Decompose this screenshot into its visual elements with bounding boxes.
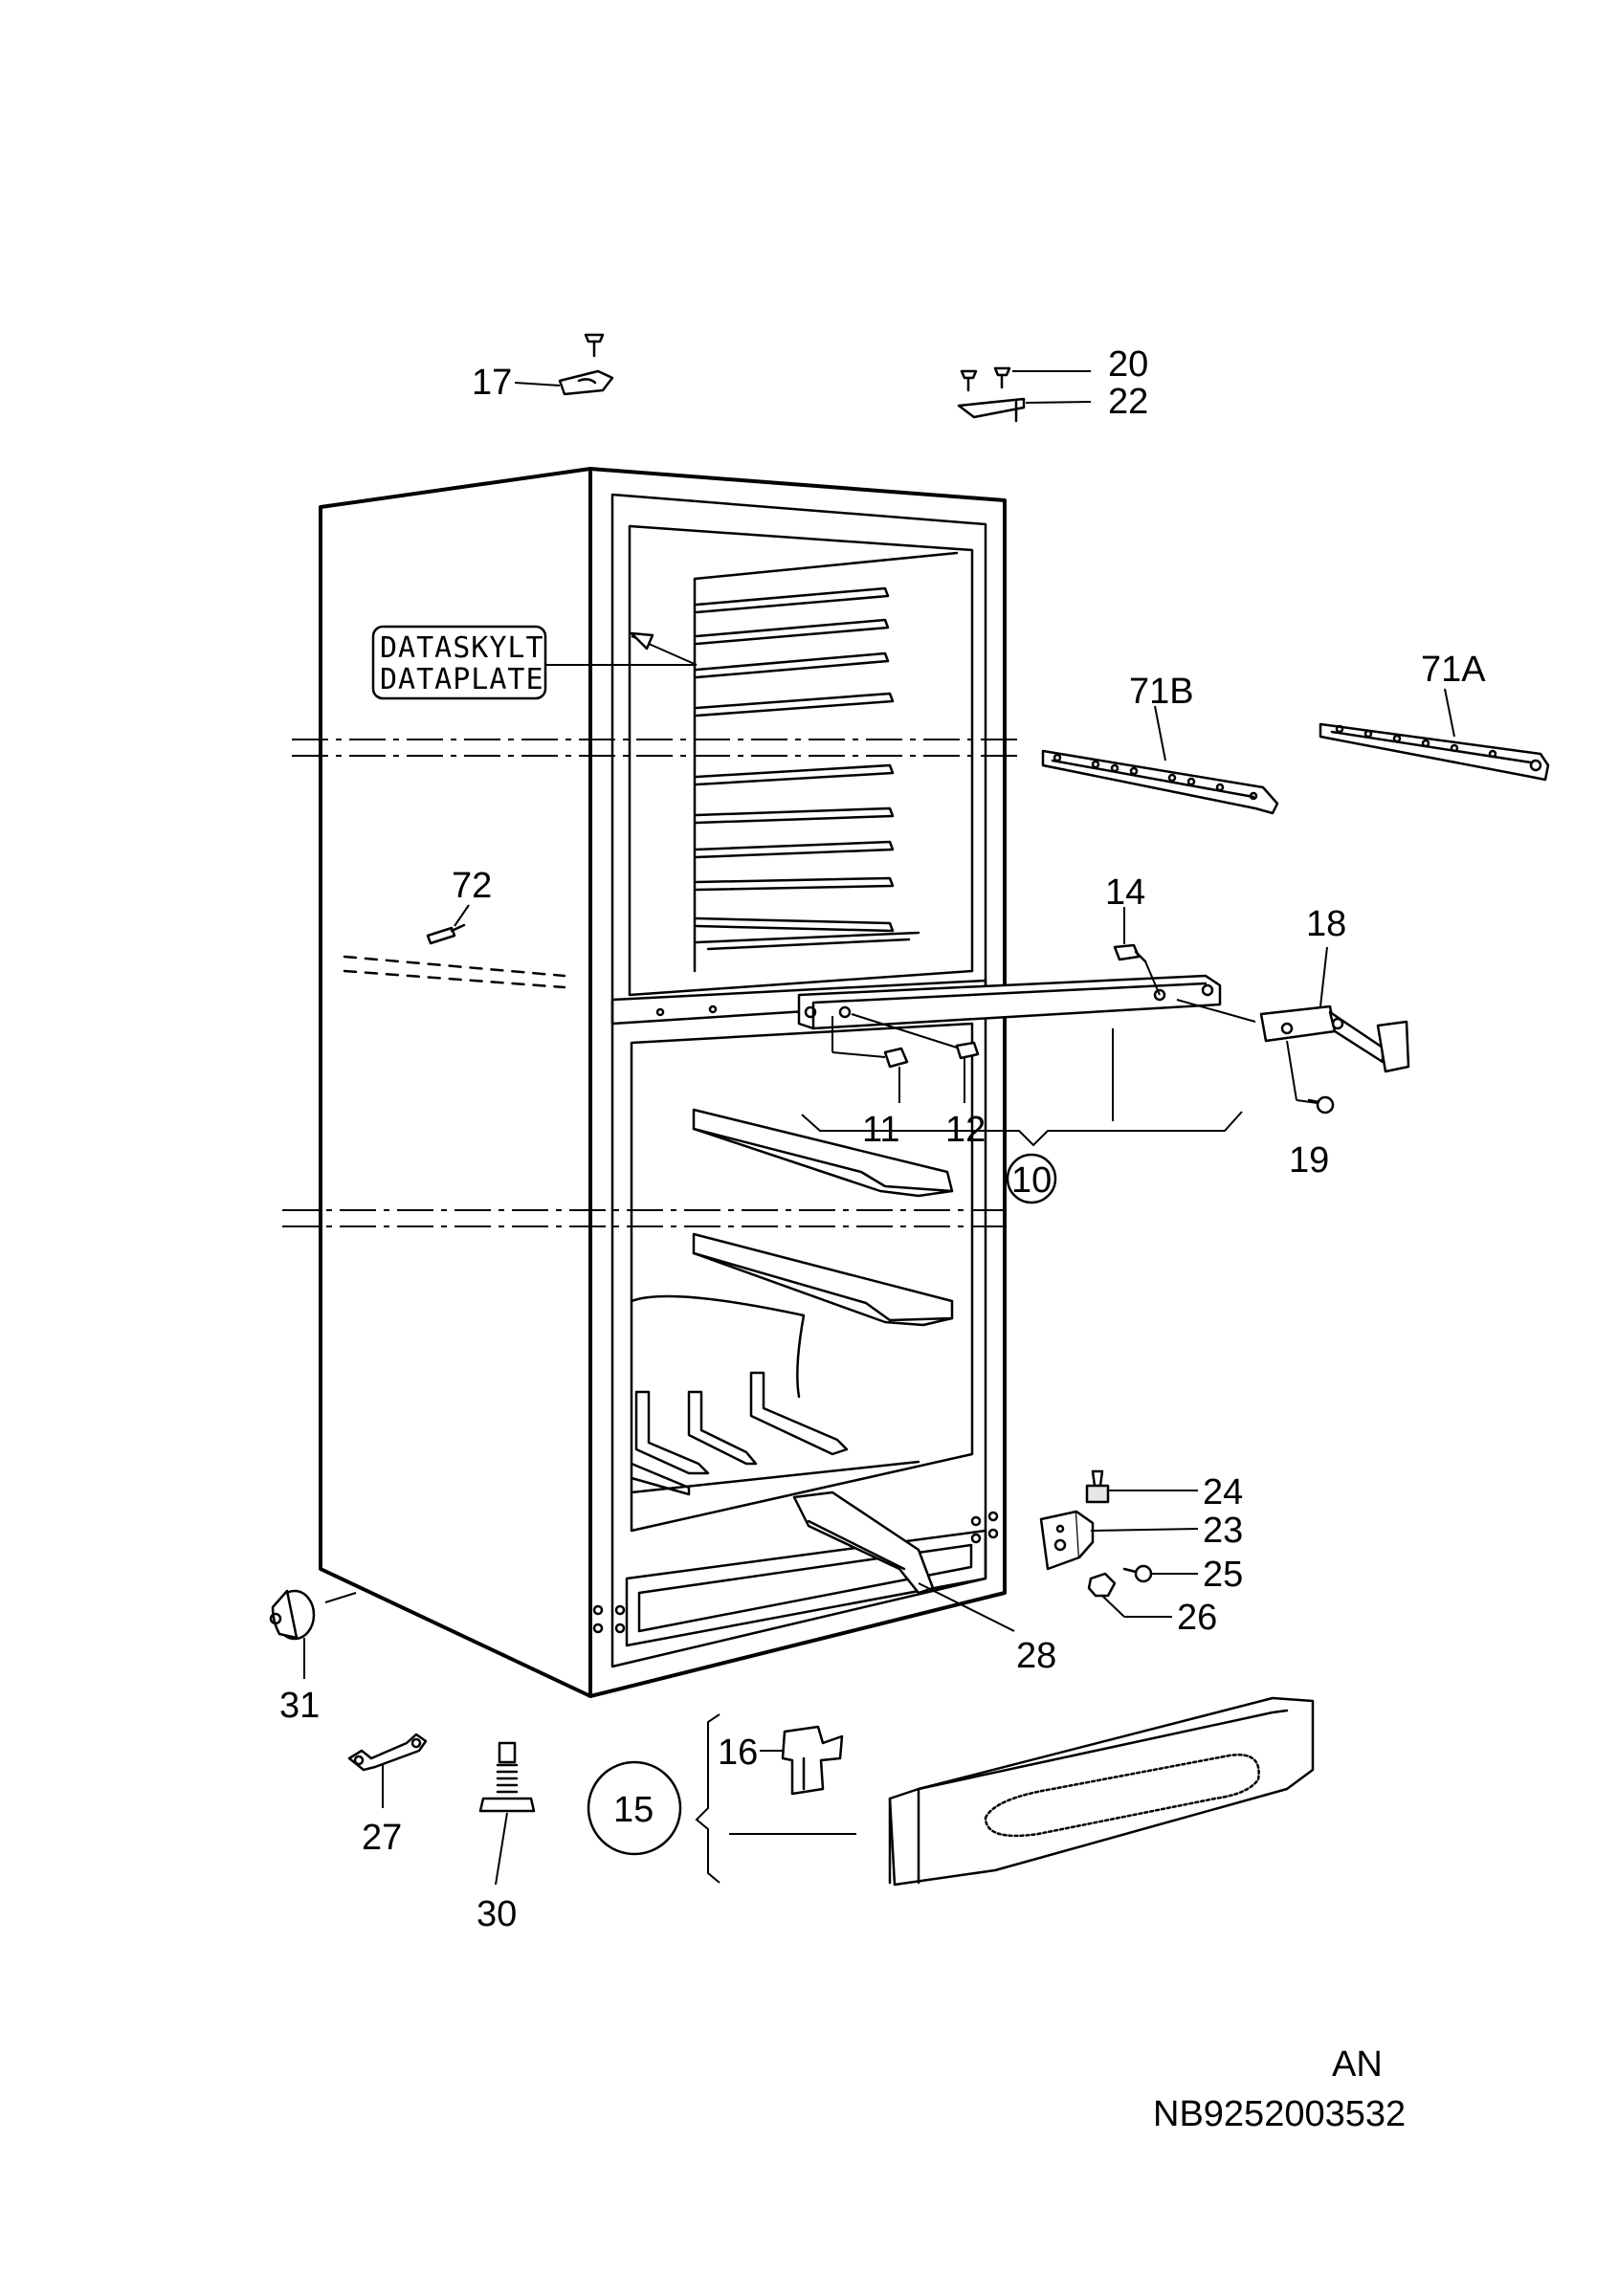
part-14-pin: 14 xyxy=(1105,872,1161,996)
label-24: 24 xyxy=(1203,1472,1243,1512)
label-27: 27 xyxy=(362,1818,402,1858)
lever-part-28 xyxy=(792,1490,935,1595)
label-16: 16 xyxy=(718,1733,758,1773)
label-26: 26 xyxy=(1177,1598,1217,1638)
label-19: 19 xyxy=(1289,1140,1329,1181)
part-30-adjustable-foot: 30 xyxy=(477,1741,536,1934)
label-30: 30 xyxy=(477,1894,517,1934)
part-72-screw-row: 72 xyxy=(343,866,566,989)
label-12: 12 xyxy=(945,1110,986,1150)
part-18-hinge-bracket: 18 xyxy=(1176,904,1410,1073)
part-17-cover: 17 xyxy=(472,333,614,403)
part-11-12-screws: 11 12 xyxy=(831,1013,986,1150)
cabinet-body xyxy=(319,467,1007,1698)
part-23-26-lower-hinge: 24 23 25 26 xyxy=(1039,1469,1243,1638)
part-16-clip: 16 xyxy=(718,1725,844,1796)
label-23: 23 xyxy=(1203,1511,1243,1551)
side-holes xyxy=(592,1511,999,1634)
label-18: 18 xyxy=(1306,904,1346,944)
label-11: 11 xyxy=(862,1110,899,1150)
label-71a: 71A xyxy=(1421,650,1486,690)
part-28-callout: 28 xyxy=(918,1582,1056,1676)
fridge-shelf-rails xyxy=(692,1108,954,1327)
label-72: 72 xyxy=(452,866,492,906)
footer-code: AN xyxy=(1332,2044,1383,2085)
footer-number: NB9252003532 xyxy=(1153,2094,1406,2134)
label-71b: 71B xyxy=(1129,672,1194,712)
part-19-screw: 19 xyxy=(1286,1040,1335,1181)
part-10-door-beam: 10 xyxy=(797,974,1243,1204)
label-22: 22 xyxy=(1108,382,1148,422)
dataplate: DATASKYLT DATAPLATE xyxy=(371,625,698,700)
label-28: 28 xyxy=(1016,1636,1056,1676)
part-71a-rail: 71A xyxy=(1319,650,1550,782)
label-10: 10 xyxy=(1011,1160,1052,1201)
part-71b-rail: 71B xyxy=(1041,672,1279,815)
section-lines xyxy=(282,739,1019,1227)
dataplate-line1: DATASKYLT xyxy=(380,631,544,665)
label-20: 20 xyxy=(1108,344,1148,385)
freezer-shelves xyxy=(695,586,920,951)
part-27-wrench: 27 xyxy=(347,1733,428,1858)
label-14: 14 xyxy=(1105,872,1145,913)
part-15-kick-plate: 15 xyxy=(587,1696,1315,1887)
part-31-foot: 31 xyxy=(269,1589,357,1726)
label-25: 25 xyxy=(1203,1555,1243,1595)
label-31: 31 xyxy=(279,1686,320,1726)
label-17: 17 xyxy=(472,363,512,403)
part-20-22-hinge: 20 22 xyxy=(957,344,1148,423)
dataplate-line2: DATAPLATE xyxy=(380,663,544,696)
bottle-rack xyxy=(630,1371,920,1496)
label-15: 15 xyxy=(613,1790,654,1830)
drawing-footer: AN NB9252003532 xyxy=(1153,2044,1406,2134)
